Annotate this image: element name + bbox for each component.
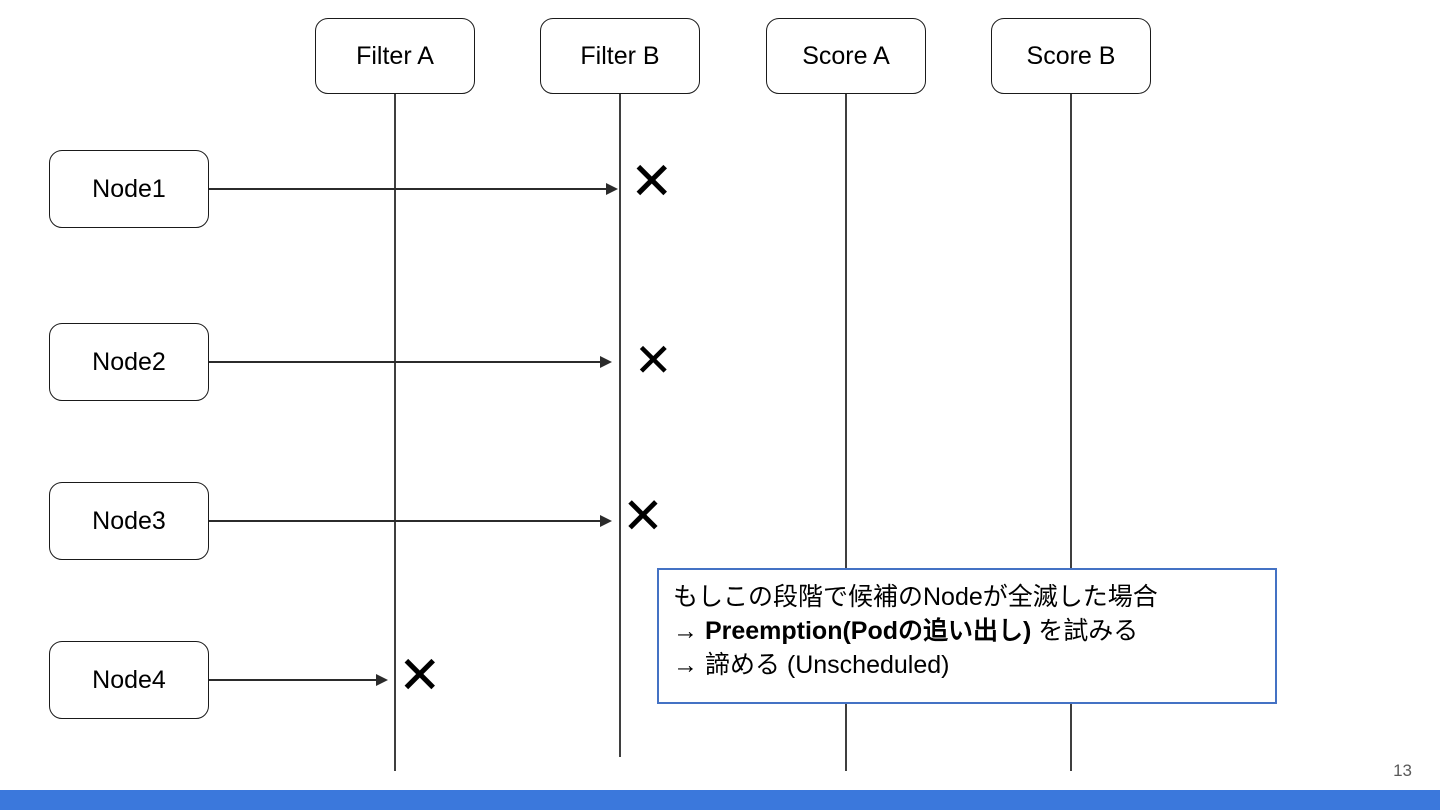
stage-box-filter-b[interactable]: Filter B — [540, 18, 700, 94]
arrow-head-node2 — [600, 356, 612, 368]
node-label: Node4 — [92, 665, 166, 694]
callout-line-2: → Preemption(Podの追い出し) を試みる — [673, 614, 1261, 648]
stage-label: Score A — [802, 41, 890, 70]
arrow-line-node3 — [209, 520, 601, 522]
node-box-1[interactable]: Node1 — [49, 150, 209, 228]
arrow-line-node4 — [209, 679, 377, 681]
stage-label: Score B — [1026, 41, 1116, 70]
stage-label: Filter B — [580, 41, 660, 70]
reject-x-icon-node1: ✕ — [630, 152, 674, 212]
callout-line-3-text: → 諦める (Unscheduled) — [673, 651, 950, 679]
arrow-head-node1 — [606, 183, 618, 195]
lifeline-filter-b — [619, 93, 621, 757]
node-box-2[interactable]: Node2 — [49, 323, 209, 401]
callout-line-2-bold: Preemption(Podの追い出し) — [704, 617, 1032, 645]
stage-box-score-a[interactable]: Score A — [766, 18, 926, 94]
callout-line-1-text: もしこの段階で候補のNodeが全滅した場合 — [673, 583, 1158, 611]
arrow-head-node3 — [600, 515, 612, 527]
reject-x-icon-node3: ✕ — [622, 487, 664, 545]
node-label: Node2 — [92, 347, 166, 376]
footer-bar — [0, 790, 1440, 810]
arrow-line-node1 — [209, 188, 607, 190]
arrow-head-node4 — [376, 674, 388, 686]
callout-line-1: もしこの段階で候補のNodeが全滅した場合 — [673, 580, 1261, 614]
node-box-4[interactable]: Node4 — [49, 641, 209, 719]
node-label: Node3 — [92, 506, 166, 535]
node-box-3[interactable]: Node3 — [49, 482, 209, 560]
lifeline-score-a — [845, 93, 847, 771]
page-number: 13 — [1393, 761, 1412, 780]
node-label: Node1 — [92, 174, 166, 203]
callout-note: もしこの段階で候補のNodeが全滅した場合 → Preemption(Podの追… — [657, 568, 1277, 704]
stage-label: Filter A — [356, 41, 434, 70]
arrow-line-node2 — [209, 361, 601, 363]
lifeline-score-b — [1070, 93, 1072, 771]
reject-x-icon-node2: ✕ — [634, 333, 673, 387]
callout-line-2-suffix: を試みる — [1031, 617, 1139, 645]
stage-box-score-b[interactable]: Score B — [991, 18, 1151, 94]
stage-box-filter-a[interactable]: Filter A — [315, 18, 475, 94]
reject-x-icon-node4: ✕ — [398, 646, 442, 706]
callout-line-3: → 諦める (Unscheduled) — [673, 648, 1261, 682]
lifeline-filter-a — [394, 93, 396, 771]
callout-line-2-prefix: → — [673, 617, 705, 645]
